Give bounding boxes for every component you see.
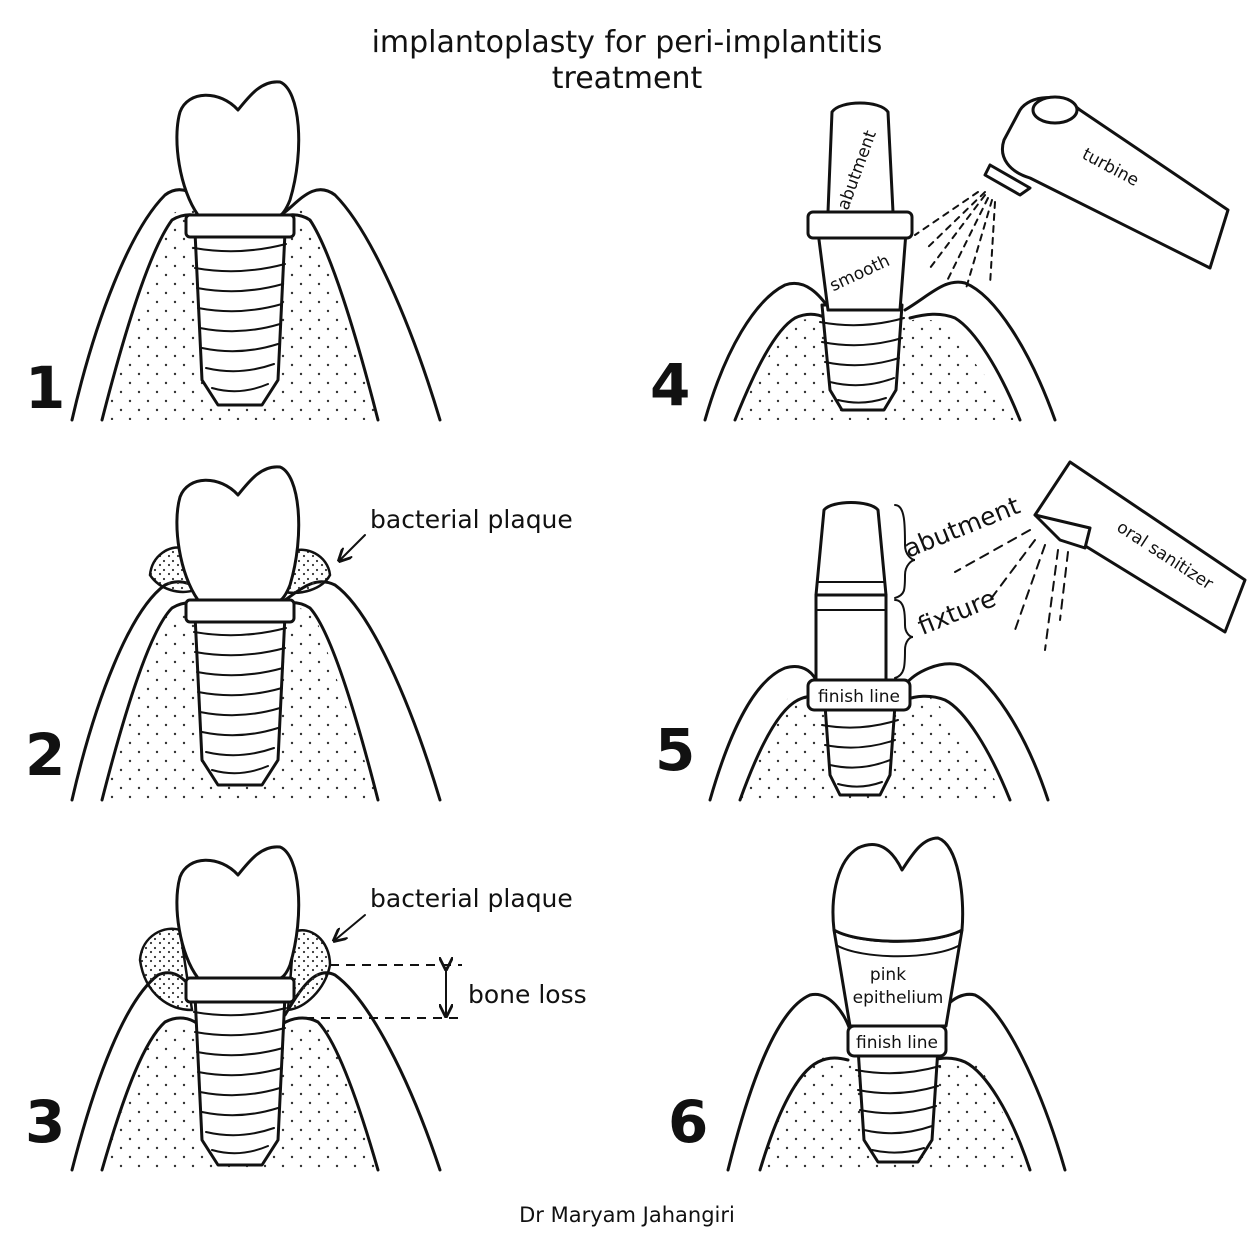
plaque-arrow <box>335 914 366 940</box>
implant-collar <box>184 213 296 239</box>
panel-5-number: 5 <box>655 716 695 784</box>
plaque-arrow <box>340 534 366 560</box>
finish-line-label: finish line <box>856 1033 938 1053</box>
turbine-handpiece: turbine <box>983 95 1230 270</box>
implant-threads <box>193 627 287 775</box>
fixture-label: fixture <box>914 583 1000 640</box>
implant-threads <box>855 1065 941 1154</box>
sanitizer-spray <box>954 529 1069 651</box>
implant-threads <box>193 243 287 393</box>
crown-margin-line <box>835 944 961 958</box>
fixture-brace <box>894 599 914 679</box>
implant-threads <box>821 719 899 788</box>
bone-loss-label: bone loss <box>468 980 587 1009</box>
finish-line-label: finish line <box>818 687 900 707</box>
implant-screw <box>856 1046 940 1164</box>
panel-2-number: 2 <box>25 721 65 789</box>
crown <box>175 80 301 217</box>
title-line-1: implantoplasty for peri-implantitis <box>372 25 883 60</box>
panel-2: 2 bacterial plaque <box>25 465 573 802</box>
implant-screw <box>193 613 287 787</box>
abutment-label: abutment <box>900 491 1024 564</box>
panel-6-number: 6 <box>668 1088 708 1156</box>
plaque-label: bacterial plaque <box>370 505 573 534</box>
panel-4-number: 4 <box>650 351 690 419</box>
title-line-2: treatment <box>552 61 703 96</box>
turbine-spray <box>914 191 996 293</box>
abutment <box>814 501 888 597</box>
panel-1: 1 <box>25 80 442 422</box>
author-credit: Dr Maryam Jahangiri <box>519 1203 735 1227</box>
implant-collar <box>184 598 296 624</box>
implant-collar <box>184 976 296 1004</box>
fixture-section <box>814 593 888 682</box>
plaque-left <box>138 927 194 1012</box>
panel-1-number: 1 <box>25 354 65 422</box>
crown <box>175 845 301 980</box>
implant-screw <box>193 230 287 407</box>
oral-sanitizer-device: oral sanitizer <box>1033 460 1247 634</box>
panel-3-number: 3 <box>25 1088 65 1156</box>
implant-screw <box>193 993 287 1167</box>
abutment <box>826 101 895 214</box>
panel-6: 6 finish line pink epithelium <box>668 836 1067 1172</box>
panel-4: 4 abutment smooth turbine <box>650 95 1230 422</box>
panel-5: 5 finish line abutment fixture oral sani… <box>655 460 1247 802</box>
crown <box>175 465 301 602</box>
plaque-label: bacterial plaque <box>370 884 573 913</box>
implant-threads <box>193 1007 287 1155</box>
crown <box>831 836 965 943</box>
epithelium-label: epithelium <box>853 988 944 1008</box>
implant-collar <box>806 210 914 240</box>
pink-label: pink <box>870 965 906 985</box>
abutment-brace <box>894 504 916 599</box>
implant-screw <box>823 703 897 797</box>
implant-threads <box>819 317 905 404</box>
panel-3: 3 bacterial plaque bone loss <box>25 845 587 1172</box>
plaque-right <box>286 929 332 1012</box>
